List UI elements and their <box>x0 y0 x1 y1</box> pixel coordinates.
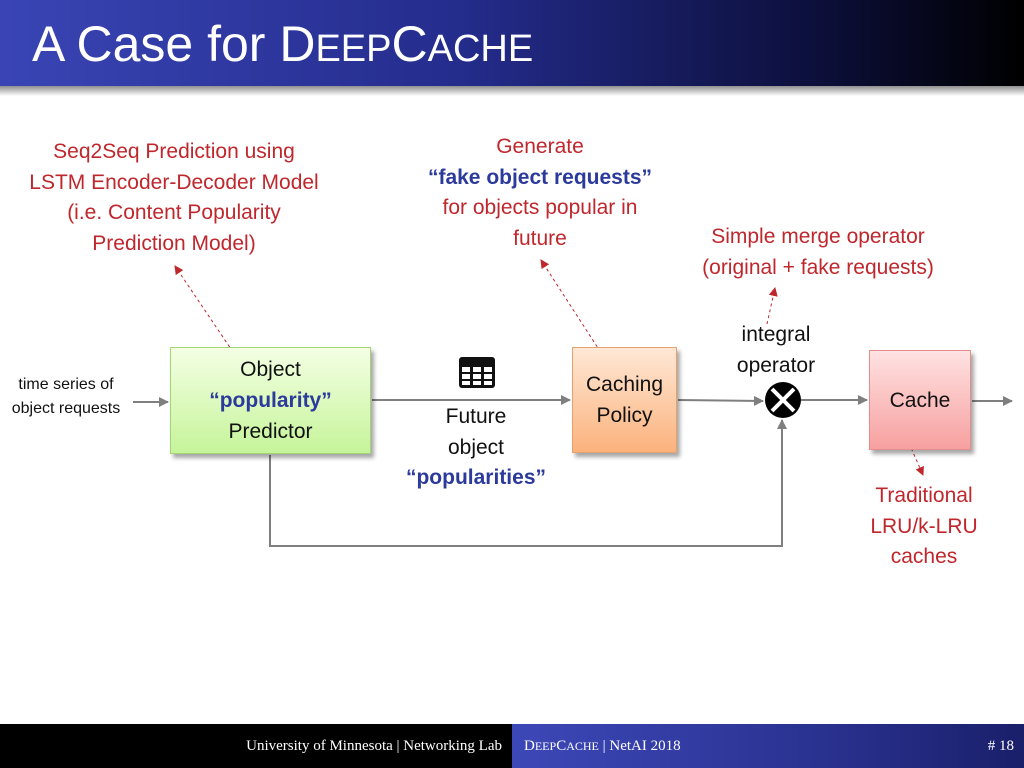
seq2seq-annotation: Seq2Seq Prediction using LSTM Encoder-De… <box>29 140 319 255</box>
traditional-annotation: Traditional LRU/k-LRU caches <box>870 484 978 568</box>
merge-pointer <box>766 287 778 325</box>
footer-affiliation: University of Minnesota | Networking Lab <box>246 738 502 754</box>
slide-title: A Case for DEEPCACHE <box>32 16 534 72</box>
page-number: # 18 <box>987 738 1014 754</box>
caching-policy-box: Caching Policy <box>572 347 677 453</box>
policy-to-merge-arrow <box>677 395 764 406</box>
cache-box: Cache <box>869 350 971 450</box>
merge-annotation: Simple merge operator (original + fake r… <box>702 225 934 279</box>
seq2seq-pointer <box>174 265 234 353</box>
footer-mid-band <box>512 724 1024 768</box>
table-icon <box>459 357 495 388</box>
generate-annotation: Generate “fake object requests” for obje… <box>427 135 653 250</box>
future-popularities-label: Future object “popularities” <box>405 405 547 489</box>
integral-operator-label: integral operator <box>736 323 816 377</box>
popularity-predictor-box: Object “popularity” Predictor <box>170 347 371 454</box>
feedback-path <box>269 419 787 547</box>
footer-project: DEEPCACHE | NetAI 2018 <box>524 738 681 754</box>
title-bar <box>0 0 1024 86</box>
input-label: time series of object requests <box>11 376 121 417</box>
generate-pointer <box>540 259 608 363</box>
title-shadow <box>0 86 1024 96</box>
